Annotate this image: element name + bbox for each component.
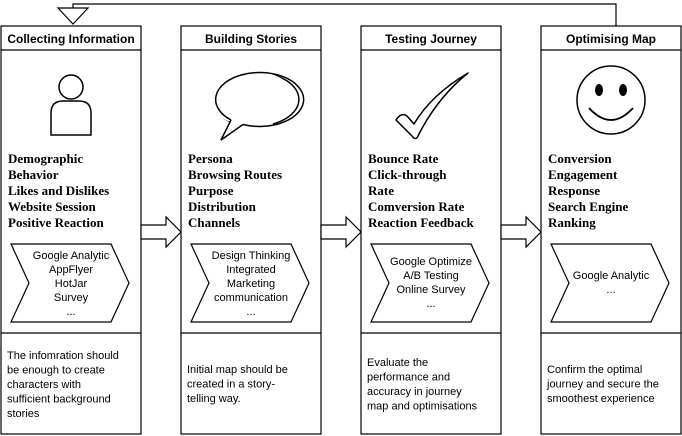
metric-item: Purpose bbox=[188, 183, 234, 198]
feedback-loop-arrow bbox=[56, 3, 617, 26]
metric-item: Distribution bbox=[188, 199, 257, 214]
checkmark-icon bbox=[395, 72, 469, 140]
tool-item: AppFlyer bbox=[49, 264, 93, 276]
tool-item: communication bbox=[214, 292, 288, 304]
stage-frame bbox=[360, 25, 502, 435]
stage-title: Optimising Map bbox=[566, 32, 656, 46]
stage-note-line: Confirm the optimal bbox=[547, 364, 642, 376]
metric-item: Browsing Routes bbox=[188, 167, 282, 182]
tool-item: HotJar bbox=[55, 278, 88, 290]
stage-note-line: performance and bbox=[367, 372, 450, 384]
tool-item: ... bbox=[66, 306, 75, 318]
metric-item: Bounce Rate bbox=[368, 151, 439, 166]
stage-column: Collecting InformationDemographicBehavio… bbox=[0, 25, 142, 435]
tools-chevron bbox=[370, 243, 490, 323]
tool-item: ... bbox=[606, 284, 615, 296]
stage-title: Building Stories bbox=[205, 32, 297, 46]
stage-note-line: be enough to create bbox=[7, 365, 105, 377]
metric-item: Demographic bbox=[8, 151, 83, 166]
stage-note-line: accuracy in journey bbox=[367, 386, 462, 398]
speech-bubble-icon bbox=[207, 71, 305, 141]
stage-note-line: map and optimisations bbox=[367, 401, 478, 413]
tool-item: Google Analytic bbox=[33, 250, 110, 262]
tool-item: Google Analytic bbox=[573, 270, 650, 282]
metric-item: Rate bbox=[368, 183, 394, 198]
stage-note-line: smoothest experience bbox=[547, 393, 655, 405]
metric-item: Response bbox=[548, 183, 600, 198]
tool-item: Design Thinking bbox=[212, 250, 291, 262]
metric-item: Ranking bbox=[548, 215, 596, 230]
tool-item: ... bbox=[246, 306, 255, 318]
tool-item: Integrated bbox=[226, 264, 276, 276]
tools-chevron bbox=[190, 243, 310, 323]
stage-note-line: stories bbox=[7, 408, 40, 420]
stage-note-line: sufficient background bbox=[7, 394, 111, 406]
metric-item: Channels bbox=[188, 215, 240, 230]
stage-note-line: characters with bbox=[7, 379, 81, 391]
tool-item: Online Survey bbox=[396, 284, 466, 296]
stage-note-line: The infomration should bbox=[7, 350, 119, 362]
stage-connector-arrow bbox=[500, 215, 542, 249]
stage-note-line: telling way. bbox=[187, 393, 241, 405]
smiley-icon bbox=[576, 65, 646, 135]
tool-item: Google Optimize bbox=[390, 256, 472, 268]
metric-item: Positive Reaction bbox=[8, 215, 104, 230]
tool-item: ... bbox=[426, 298, 435, 310]
tool-item: A/B Testing bbox=[403, 270, 458, 282]
stage-title: Testing Journey bbox=[385, 32, 477, 46]
person-icon bbox=[50, 74, 92, 136]
stage-note-line: created in a story- bbox=[187, 379, 275, 391]
metric-item: Click-through bbox=[368, 167, 447, 182]
metric-item: Engagement bbox=[548, 167, 618, 182]
metric-item: Likes and Dislikes bbox=[8, 183, 109, 198]
stage-connector-arrow bbox=[140, 215, 182, 249]
metric-item: Behavior bbox=[8, 167, 59, 182]
stage-note-line: Evaluate the bbox=[367, 357, 428, 369]
tools-chevron bbox=[10, 243, 130, 323]
stage-note-line: journey and secure the bbox=[546, 379, 659, 391]
metric-item: Website Session bbox=[8, 199, 97, 214]
stage-title: Collecting Information bbox=[7, 32, 134, 46]
metric-item: Conversion bbox=[548, 151, 612, 166]
metric-item: Comversion Rate bbox=[368, 199, 465, 214]
metric-item: Persona bbox=[188, 151, 233, 166]
tools-chevron bbox=[550, 243, 670, 323]
stage-connector-arrow bbox=[320, 215, 362, 249]
stage-note-line: Initial map should be bbox=[187, 364, 288, 376]
metric-item: Search Engine bbox=[548, 199, 629, 214]
tool-item: Marketing bbox=[227, 278, 275, 290]
tool-item: Survey bbox=[54, 292, 89, 304]
stage-column: Optimising MapConversionEngagementRespon… bbox=[540, 25, 682, 435]
metric-item: Reaction Feedback bbox=[368, 215, 475, 230]
